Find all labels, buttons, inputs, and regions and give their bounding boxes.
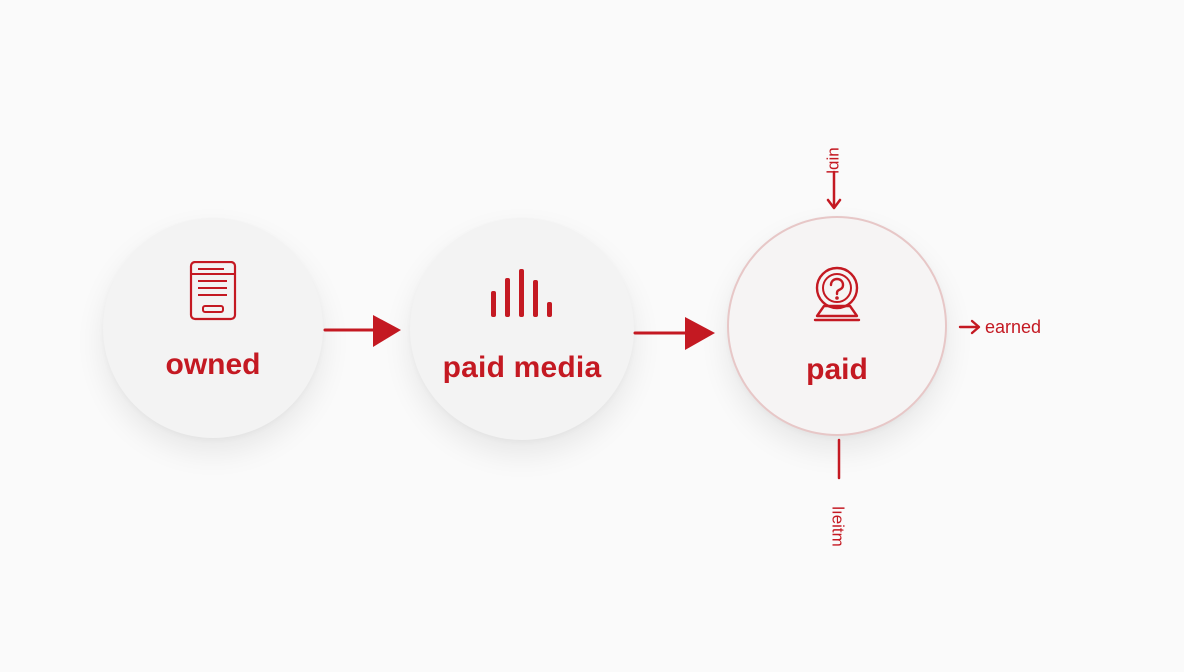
- paid-node: paid: [727, 216, 947, 436]
- owned-label: owned: [165, 348, 261, 381]
- owned-node: owned: [103, 218, 323, 438]
- arrow-paid-media-to-paid: [633, 317, 715, 350]
- right-connector-arrow: [958, 319, 981, 335]
- bar-chart-icon: [491, 269, 552, 317]
- top-connector-label: lɑin: [823, 147, 843, 174]
- paid-media-label: paid media: [442, 351, 602, 384]
- document-list-icon: [189, 261, 237, 321]
- arrow-owned-to-paid-media: [323, 315, 401, 347]
- right-connector-label: earned: [985, 317, 1042, 337]
- paid-label: paid: [806, 353, 868, 386]
- top-connector-arrow: [826, 170, 842, 210]
- bottom-connector-label: lıeitm: [828, 506, 848, 547]
- bottom-connector-line: [837, 438, 841, 480]
- question-webcam-icon: [813, 266, 861, 322]
- paid-media-node: paid media: [410, 218, 634, 440]
